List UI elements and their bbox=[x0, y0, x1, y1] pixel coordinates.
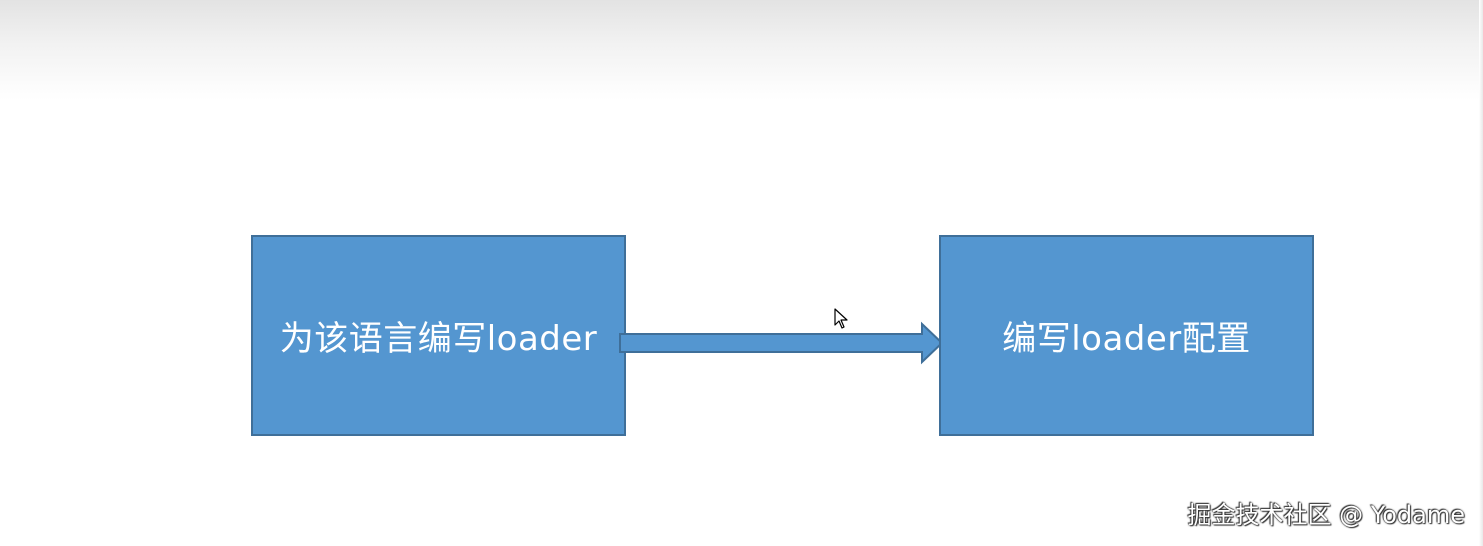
top-shade bbox=[0, 0, 1483, 100]
step-box-loader-config: 编写loader配置 bbox=[939, 235, 1314, 436]
watermark: 掘金技术社区 @ Yodame bbox=[1187, 501, 1466, 529]
mouse-pointer-icon bbox=[834, 308, 848, 329]
step-box-write-loader: 为该语言编写loader bbox=[251, 235, 626, 436]
step-label-write-loader: 为该语言编写loader bbox=[279, 319, 598, 359]
flow-arrow bbox=[619, 321, 944, 365]
step-label-loader-config: 编写loader配置 bbox=[1002, 319, 1251, 359]
flow-arrow-shape bbox=[619, 321, 944, 365]
right-edge bbox=[1479, 0, 1483, 546]
